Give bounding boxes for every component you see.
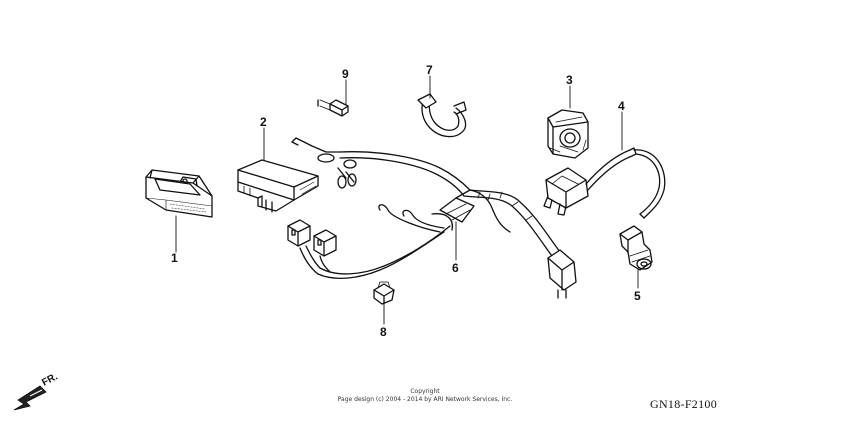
direction-label: FR. [40, 371, 60, 388]
part-9-bolt[interactable] [317, 99, 349, 117]
part-4-ignition-coil[interactable] [543, 147, 666, 219]
callout-8: 8 [380, 325, 387, 339]
part-5-plug-cap[interactable] [619, 225, 653, 271]
part-8-clip[interactable] [373, 281, 395, 305]
part-1-cover[interactable] [145, 169, 213, 218]
copyright-title: Copyright [410, 388, 440, 395]
part-2-cdi-unit[interactable] [237, 159, 319, 213]
part-3-coil-mount[interactable] [547, 109, 589, 159]
callout-5: 5 [634, 289, 641, 303]
callout-7: 7 [426, 63, 433, 77]
callout-6: 6 [452, 261, 459, 275]
callout-3: 3 [566, 73, 573, 87]
callout-2: 2 [260, 115, 267, 129]
leader-lines [175, 75, 639, 325]
drawing-code: GN18-F2100 [650, 397, 718, 411]
callout-4: 4 [618, 99, 625, 113]
part-7-clamp[interactable] [417, 93, 467, 138]
copyright-notice: Page design (c) 2004 - 2014 by ARI Netwo… [337, 396, 513, 403]
part-6-wire-harness[interactable] [287, 137, 577, 299]
callout-1: 1 [171, 251, 178, 265]
callout-9: 9 [342, 67, 349, 81]
